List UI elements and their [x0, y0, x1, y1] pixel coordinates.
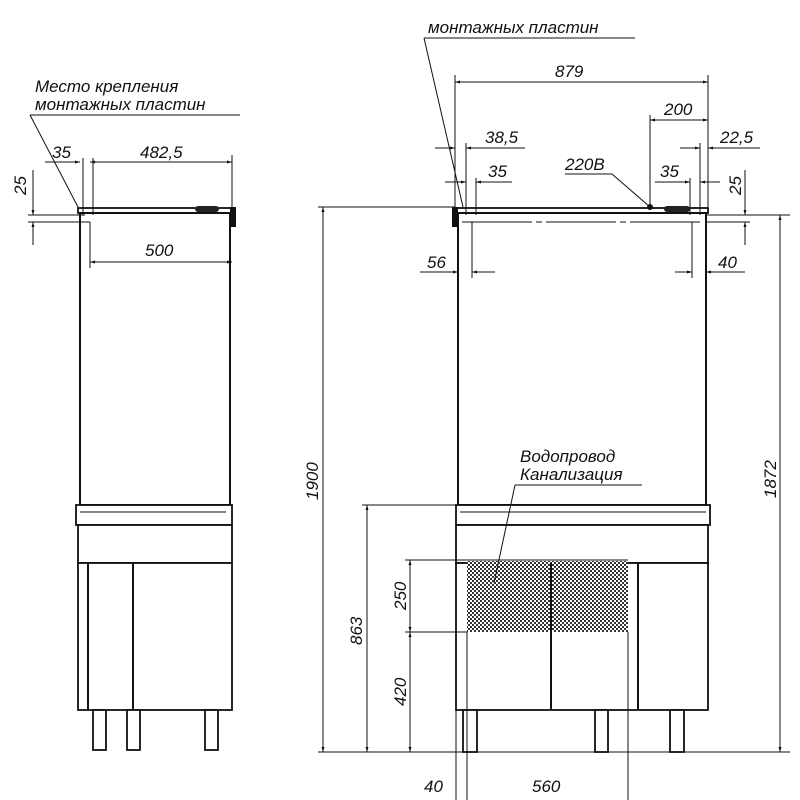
dim-56: 56: [427, 253, 446, 272]
dim-879: 879: [555, 62, 584, 81]
dim-500: 500: [145, 241, 174, 260]
dim-38-5: 38,5: [485, 128, 519, 147]
dim-25: 25: [726, 176, 745, 196]
dim-1900: 1900: [303, 462, 322, 500]
plumbing-line1: Водопровод: [520, 447, 615, 466]
dim-863: 863: [347, 616, 366, 645]
dim-482-5: 482,5: [140, 143, 183, 162]
legs: [462, 709, 685, 753]
callout-line2: монтажных пластин: [35, 95, 206, 114]
callout-line1: Место крепления: [35, 77, 178, 96]
dim-35-right: 35: [660, 162, 679, 181]
dim-1872: 1872: [761, 460, 780, 498]
dim-bottom-40: 40: [424, 777, 443, 796]
dim-35: 35: [52, 143, 71, 162]
dim-420: 420: [391, 677, 410, 706]
dim-25: 25: [11, 176, 30, 196]
dim-200: 200: [663, 100, 693, 119]
left-dimensions: Место крепления монтажных пластин 35 482…: [11, 77, 240, 268]
callout-line2: монтажных пластин: [428, 18, 599, 37]
legs: [92, 709, 219, 751]
plumbing-line2: Канализация: [520, 465, 623, 484]
plumbing-zone: [467, 561, 628, 632]
dim-40: 40: [718, 253, 737, 272]
socket-label: 220В: [564, 155, 605, 174]
dim-35-left: 35: [488, 162, 507, 181]
right-dimensions: монтажных пластин 879 200 38,5 35 22,5 3…: [303, 18, 790, 800]
dim-22-5: 22,5: [719, 128, 754, 147]
right-cabinet: [452, 204, 711, 753]
dim-250: 250: [391, 581, 410, 611]
dim-bottom-560: 560: [532, 777, 561, 796]
left-cabinet: [75, 206, 236, 751]
